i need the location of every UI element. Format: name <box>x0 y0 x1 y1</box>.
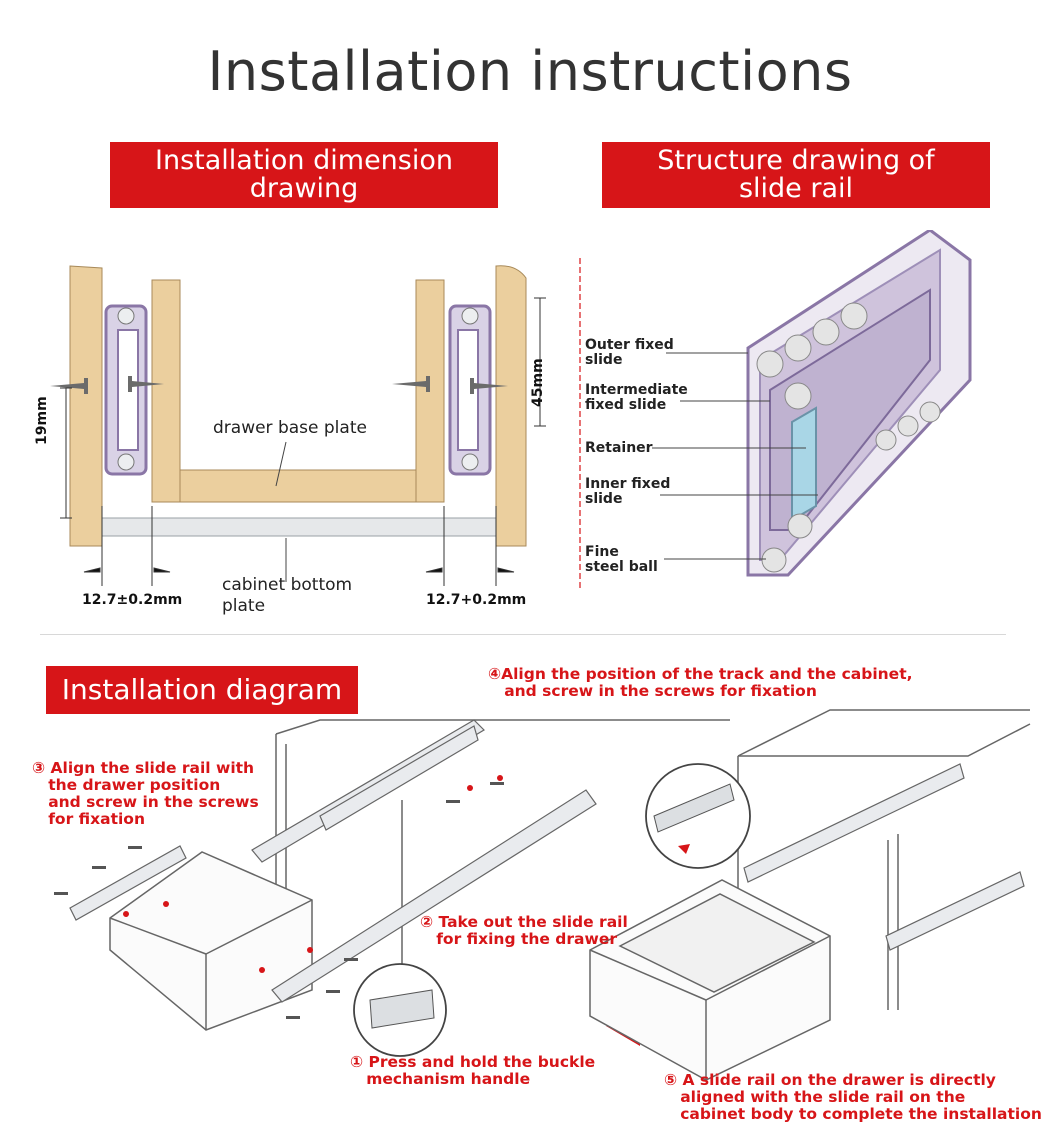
structure-leader-lines <box>652 352 818 560</box>
structure-label-ball: Fine steel ball <box>585 544 658 576</box>
gap-markers <box>83 506 515 586</box>
dimension-drawing <box>50 265 546 586</box>
right-drawer <box>589 879 831 1081</box>
height-left-label: 19mm <box>34 396 50 445</box>
cabinet-side-right <box>495 265 527 547</box>
step-5-text: ⑤ A slide rail on the drawer is directly… <box>664 1071 1042 1124</box>
drawer-base-plate-label: drawer base plate <box>213 418 367 438</box>
left-drawer <box>109 851 313 1031</box>
right-cabinet <box>737 709 1031 1010</box>
step-4-text: ④Align the position of the track and the… <box>488 665 913 701</box>
step-1-text: ① Press and hold the buckle mechanism ha… <box>350 1053 596 1089</box>
drawer-base-plate <box>179 469 417 503</box>
screw-icons <box>50 376 508 394</box>
banner-structure-line2: slide rail <box>738 173 854 204</box>
banner-installation-diagram: Installation diagram <box>46 666 358 714</box>
structure-label-outer: Outer fixed slide <box>585 337 674 369</box>
banner-structure-line1: Structure drawing of <box>657 144 935 176</box>
cabinet-bottom-label-line1: cabinet bottom <box>222 575 353 595</box>
step-3-text: ③ Align the slide rail with the drawer p… <box>32 759 259 829</box>
cabinet-side-left <box>69 265 103 547</box>
slide-rail-left <box>104 304 148 476</box>
right-cabinet-rails <box>743 763 1025 951</box>
drawer-side-right <box>415 279 445 503</box>
steel-balls <box>756 302 941 573</box>
left-screws <box>54 782 504 1019</box>
banner-dimension-line1: Installation dimension <box>155 144 453 176</box>
right-gap-label: 12.7+0.2mm <box>426 592 527 608</box>
installation-diagram <box>54 709 1031 1081</box>
left-gap-label: 12.7±0.2mm <box>82 592 183 608</box>
banner-dimension-line2: drawing <box>249 173 359 204</box>
structure-label-retainer: Retainer <box>585 440 653 456</box>
structure-drawing <box>579 230 972 590</box>
step-2-text: ② Take out the slide rail for fixing the… <box>420 913 628 949</box>
structure-label-inner: Inner fixed slide <box>585 476 671 508</box>
inner-fixed-slide <box>791 406 817 522</box>
left-slide-rails <box>69 719 597 1003</box>
cabinet-bottom-label-line2: plate <box>222 596 266 616</box>
drawer-side-left <box>151 279 181 503</box>
height-right-label: 45mm <box>530 358 546 407</box>
section-divider <box>40 634 1006 635</box>
banner-installation-dimension: Installation dimension drawing <box>110 142 498 208</box>
structure-label-intermediate: Intermediate fixed slide <box>585 382 688 414</box>
page-title: Installation instructions <box>207 40 853 103</box>
height-dimension-left <box>60 387 72 519</box>
height-dimension-right <box>534 297 546 427</box>
cabinet-bottom-plate <box>101 517 497 537</box>
banner-structure-drawing: Structure drawing of slide rail <box>602 142 990 208</box>
